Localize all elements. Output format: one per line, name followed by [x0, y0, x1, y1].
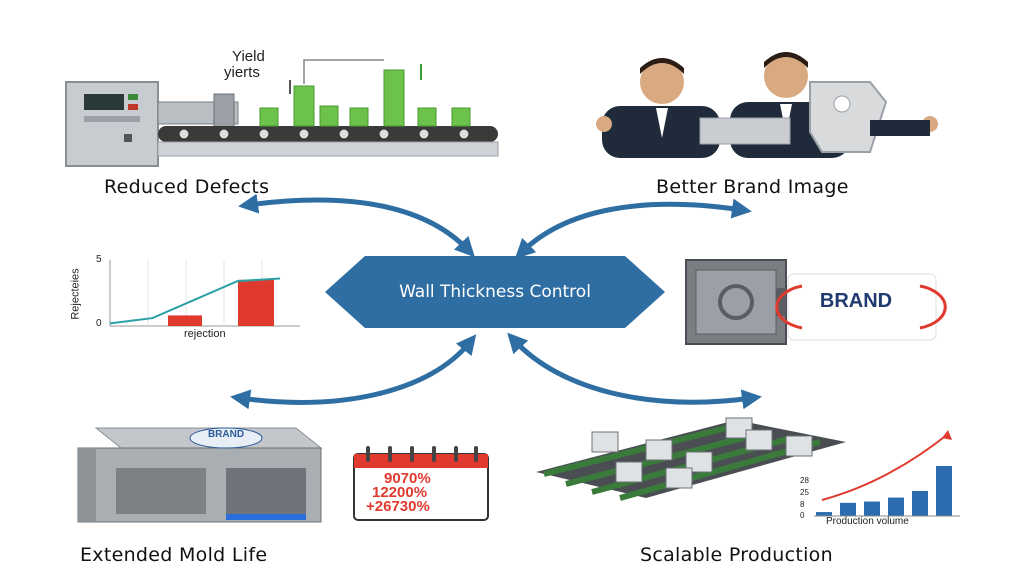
prod-trend-arrow — [821, 433, 949, 501]
rej-tick-top: 5 — [96, 254, 102, 265]
production-chart — [814, 430, 960, 517]
calendar-line-1: 9070% — [384, 470, 431, 487]
rej-xlabel: rejection — [184, 328, 226, 340]
label-brand-image: Better Brand Image — [656, 176, 849, 198]
calendar-icon — [353, 446, 489, 521]
rej-ylabel: Rejecteies — [69, 268, 82, 320]
arrow-top-right — [514, 198, 752, 259]
people-illustration — [596, 52, 938, 158]
rej-tick-bottom: 0 — [96, 318, 102, 329]
prod-bar — [888, 497, 904, 516]
conveyor-title-2: yierts — [224, 64, 260, 81]
rej-bar — [168, 315, 202, 326]
label-mold-life: Extended Mold Life — [80, 544, 268, 566]
prod-xlabel: Production volume — [826, 516, 909, 527]
label-reduced-defects: Reduced Defects — [104, 176, 270, 198]
brand-logo: BRAND — [819, 290, 893, 312]
label-scalable-production: Scalable Production — [640, 544, 833, 566]
production-lines — [536, 417, 846, 501]
prod-tick-2: 25 — [800, 488, 809, 497]
mold-logo: BRAND — [207, 429, 245, 440]
center-label: Wall Thickness Control — [399, 282, 591, 302]
mold-and-brand — [685, 259, 947, 345]
center-node — [325, 256, 665, 328]
calendar-line-3: +26730% — [366, 498, 430, 515]
prod-trend-arrowhead — [942, 430, 952, 440]
conveyor-machine — [65, 59, 499, 167]
prod-bar — [864, 501, 880, 516]
calendar-line-2: 12200% — [372, 484, 428, 501]
prod-tick-1: 28 — [800, 476, 809, 485]
arrow-bottom-right — [507, 332, 762, 410]
arrow-top-left — [238, 193, 475, 258]
rej-bar — [238, 279, 274, 326]
rej-line — [109, 277, 281, 325]
prod-tick-4: 0 — [800, 511, 805, 520]
prod-bar — [936, 466, 952, 516]
prod-tick-3: 8 — [800, 500, 805, 509]
conveyor-title-1: Yield — [232, 48, 265, 65]
prod-bar — [840, 502, 856, 516]
prod-bar — [912, 491, 928, 516]
mold-block — [77, 427, 323, 523]
prod-bar — [816, 512, 832, 516]
rejection-chart — [109, 260, 300, 327]
arrow-bottom-left — [230, 334, 477, 410]
